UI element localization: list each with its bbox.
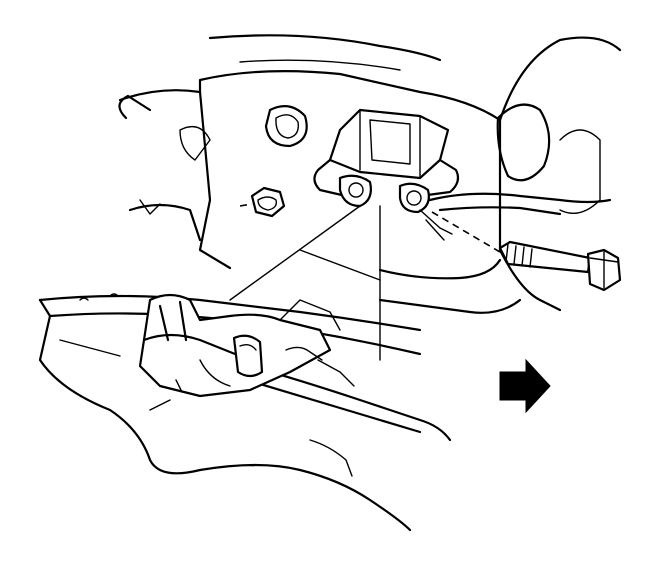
engine-block [118,34,622,314]
mount-bolt [431,211,622,292]
arrow-right-icon [499,358,551,414]
frame-mount-bracket [138,293,355,398]
leader-lines [229,205,381,361]
engine-mount-bracket [313,108,460,241]
nut [239,186,286,218]
